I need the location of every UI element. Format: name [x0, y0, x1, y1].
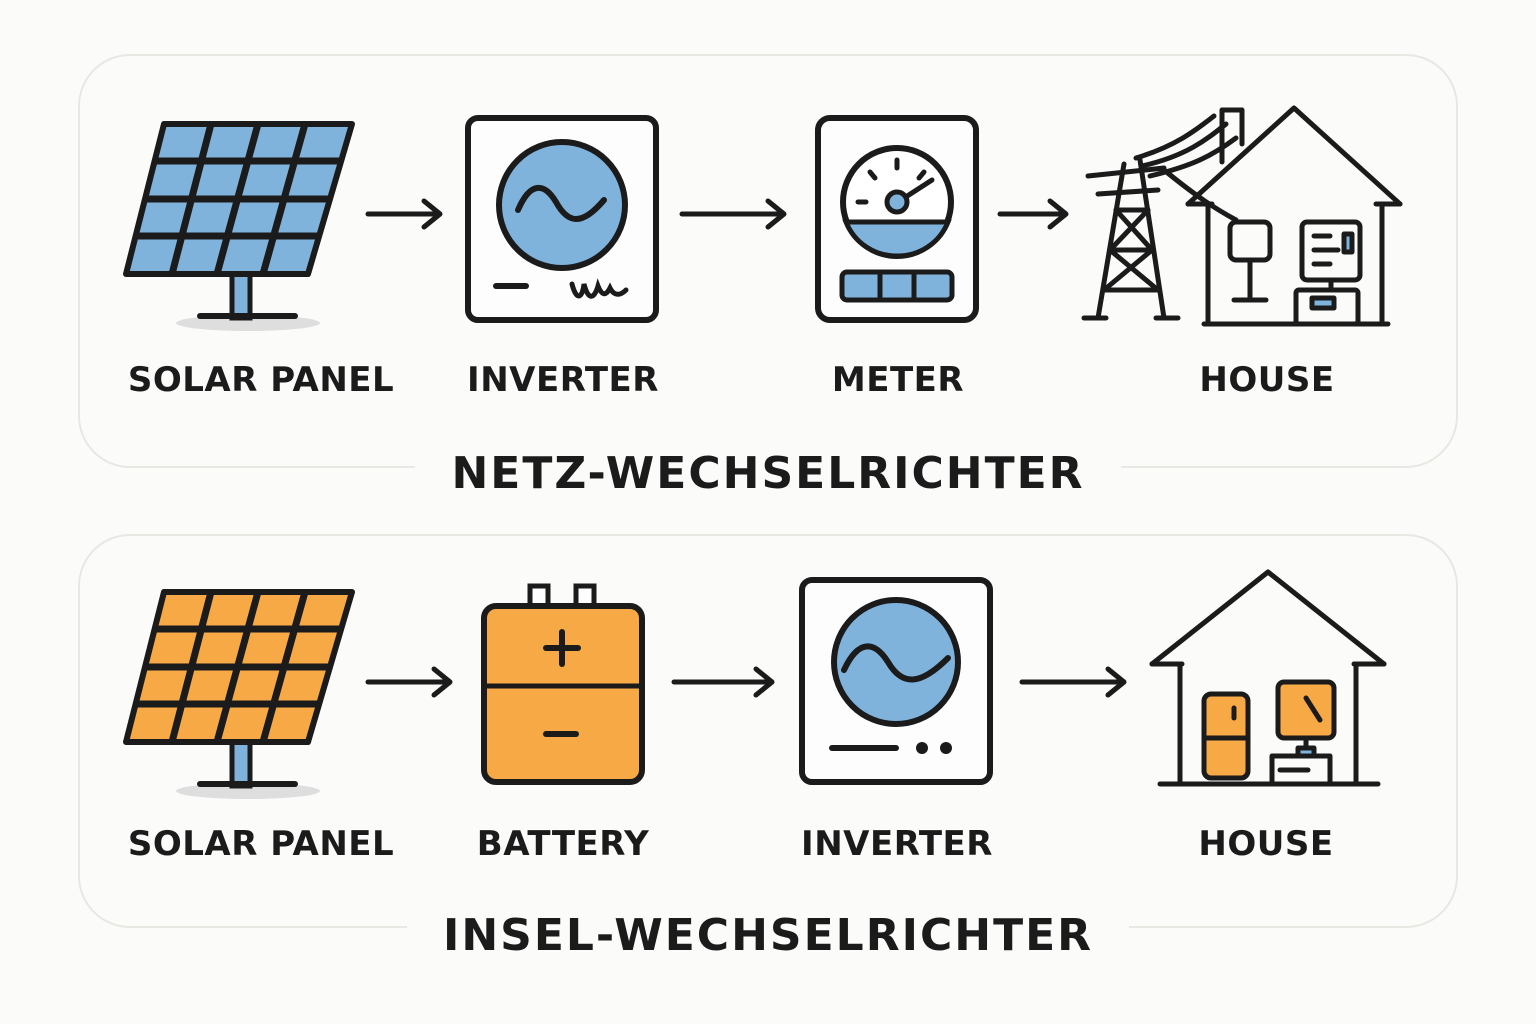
flow-arrow-icon	[1019, 666, 1127, 698]
off-grid-system-title: INSEL-WECHSELRICHTER	[0, 910, 1536, 961]
inverter-icon	[465, 115, 659, 323]
component-label: HOUSE	[1199, 360, 1335, 400]
flow-arrow-icon	[679, 198, 787, 230]
component-label: SOLAR PANEL	[127, 824, 395, 864]
component-label: INVERTER	[801, 824, 993, 864]
meter-icon	[815, 115, 979, 323]
flow-arrow-icon	[365, 198, 443, 230]
battery-icon	[481, 583, 645, 785]
power-pylon-house-icon	[1081, 105, 1403, 327]
flow-arrow-icon	[997, 198, 1069, 230]
component-label: BATTERY	[476, 824, 650, 864]
solar-panel-blue-icon	[123, 121, 355, 331]
grid-system-title: NETZ-WECHSELRICHTER	[0, 448, 1536, 499]
solar-panel-orange-icon	[123, 589, 355, 799]
component-label: METER	[831, 360, 965, 400]
flow-arrow-icon	[365, 666, 453, 698]
inverter-icon	[799, 577, 993, 785]
component-label: HOUSE	[1198, 824, 1334, 864]
component-label: SOLAR PANEL	[127, 360, 395, 400]
flow-arrow-icon	[671, 666, 775, 698]
component-label: INVERTER	[467, 360, 659, 400]
house-icon	[1149, 569, 1387, 787]
